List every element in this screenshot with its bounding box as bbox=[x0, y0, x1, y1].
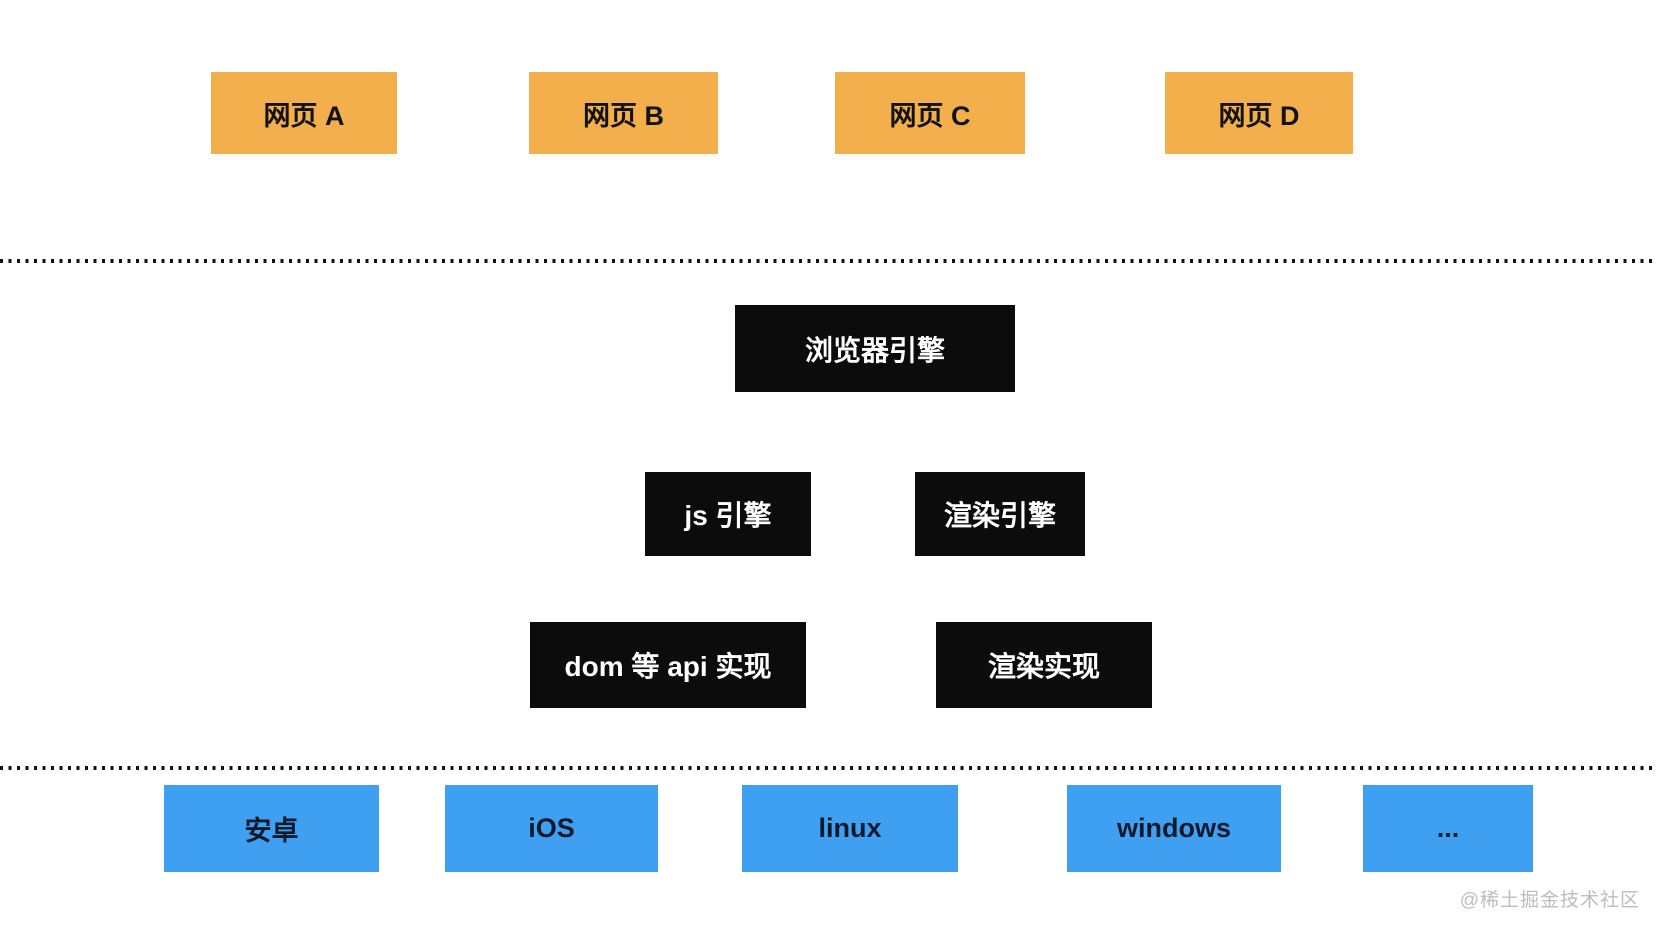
web-page-c-box: 网页 C bbox=[835, 72, 1025, 154]
dom-api-implementation-box: dom 等 api 实现 bbox=[530, 622, 806, 708]
browser-engine-box: 浏览器引擎 bbox=[735, 305, 1015, 392]
platform-ios-label: iOS bbox=[528, 813, 575, 843]
web-page-b-box: 网页 B bbox=[529, 72, 718, 154]
platform-ios-box: iOS bbox=[445, 785, 658, 872]
web-page-d-box: 网页 D bbox=[1165, 72, 1353, 154]
js-engine-label: js 引擎 bbox=[684, 500, 772, 531]
web-page-c-label: 网页 C bbox=[889, 100, 971, 131]
watermark-text: @稀土掘金技术社区 bbox=[1459, 890, 1640, 911]
platform-more-box: ... bbox=[1363, 785, 1533, 872]
dom-api-implementation-label: dom 等 api 实现 bbox=[564, 651, 772, 682]
render-engine-label: 渲染引擎 bbox=[943, 500, 1056, 531]
platform-linux-label: linux bbox=[818, 813, 882, 843]
js-engine-box: js 引擎 bbox=[645, 472, 811, 556]
dotted-divider-top bbox=[0, 259, 1656, 263]
web-page-a-box: 网页 A bbox=[211, 72, 397, 154]
platform-windows-label: windows bbox=[1117, 813, 1231, 843]
platform-more-label: ... bbox=[1436, 813, 1460, 843]
web-page-a-label: 网页 A bbox=[263, 100, 345, 131]
render-engine-box: 渲染引擎 bbox=[915, 472, 1085, 556]
dotted-divider-bottom bbox=[0, 766, 1656, 770]
web-page-d-label: 网页 D bbox=[1218, 100, 1300, 131]
web-page-b-label: 网页 B bbox=[583, 100, 664, 131]
render-implementation-box: 渲染实现 bbox=[936, 622, 1152, 708]
platform-windows-box: windows bbox=[1067, 785, 1281, 872]
platform-linux-box: linux bbox=[742, 785, 958, 872]
browser-engine-label: 浏览器引擎 bbox=[804, 334, 945, 366]
render-implementation-label: 渲染实现 bbox=[987, 651, 1100, 682]
platform-android-label: 安卓 bbox=[244, 816, 299, 846]
platform-android-box: 安卓 bbox=[164, 785, 379, 872]
